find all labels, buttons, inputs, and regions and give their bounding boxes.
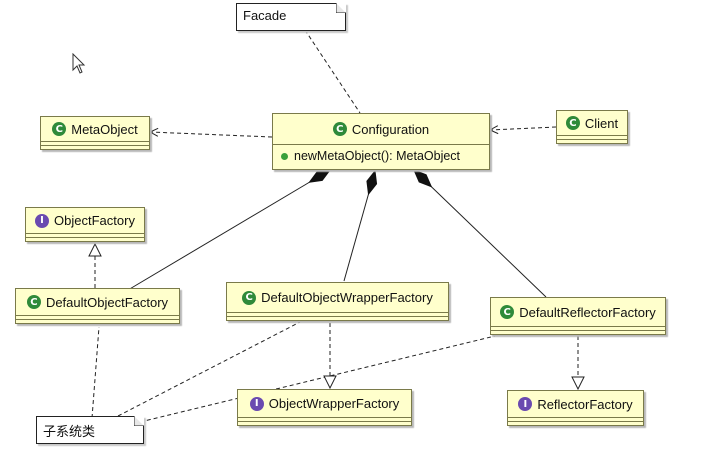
configuration-composes-default-object-wrapper-factory (343, 171, 375, 282)
class-name: DefaultObjectFactory (45, 294, 169, 310)
class-name: DefaultObjectWrapperFactory (261, 290, 433, 305)
defaultobjectfactory-class[interactable]: C DefaultObjectFactory (15, 288, 180, 324)
metaobject-class[interactable]: C MetaObject (40, 116, 150, 150)
configuration-composes-default-reflector-factory (414, 170, 547, 298)
defaultreflectorfactory-class[interactable]: C DefaultReflectorFactory (490, 297, 666, 335)
note-fold-icon (336, 3, 346, 13)
class-name: DefaultReflectorFactory (519, 304, 656, 320)
public-operation-icon (281, 152, 288, 160)
facade-note-anchor (304, 29, 361, 114)
class-icon: C (500, 305, 515, 319)
class-icon: C (26, 295, 41, 309)
defaultobjectwrapperfactory-class[interactable]: C DefaultObjectWrapperFactory (226, 282, 449, 321)
objectwrapperfactory-interface[interactable]: I ObjectWrapperFactory (237, 389, 412, 426)
class-name: Client (584, 115, 619, 131)
class-icon: C (565, 116, 580, 130)
class-icon: C (242, 290, 257, 305)
subsystem-note-anchor-2 (117, 321, 301, 417)
subsystem-note-anchor-1 (91, 326, 100, 419)
mouse-cursor-icon (72, 53, 86, 74)
objectfactory-interface[interactable]: I ObjectFactory (25, 207, 145, 242)
interface-name: ObjectFactory (54, 213, 135, 228)
interface-icon: I (518, 397, 533, 411)
interface-name: ObjectWrapperFactory (268, 396, 400, 411)
client-class[interactable]: C Client (556, 110, 628, 144)
subsystem-note[interactable]: 子系统类 (36, 416, 144, 444)
class-name: MetaObject (71, 121, 138, 137)
interface-icon: I (249, 396, 264, 411)
subsystem-note-text: 子系统类 (43, 424, 96, 439)
class-name: Configuration (351, 121, 430, 137)
client-to-configuration-dependency (490, 127, 557, 130)
interface-icon: I (35, 213, 50, 228)
configuration-to-metaobject-dependency (150, 132, 273, 138)
class-icon: C (52, 122, 67, 136)
class-icon: C (332, 122, 347, 136)
configuration-composes-default-object-factory (127, 170, 330, 291)
reflectorfactory-interface[interactable]: I ReflectorFactory (507, 390, 644, 426)
note-fold-icon (134, 416, 144, 426)
subsystem-note-anchor-3 (139, 335, 496, 423)
interface-name: ReflectorFactory (537, 396, 633, 412)
facade-note[interactable]: Facade (236, 3, 346, 31)
facade-note-text: Facade (243, 8, 287, 23)
operation-signature: newMetaObject(): MetaObject (294, 149, 461, 163)
configuration-class[interactable]: C Configuration newMetaObject(): MetaObj… (272, 113, 490, 170)
